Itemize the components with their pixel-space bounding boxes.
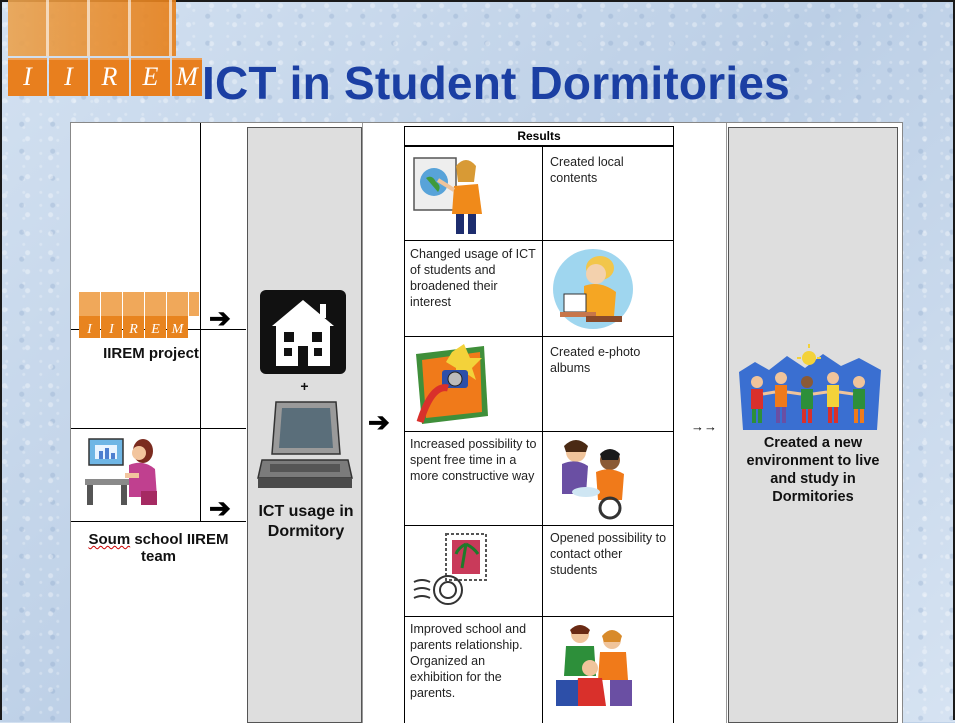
logo-letter: R xyxy=(123,316,144,338)
result-text: Improved school and parents relationship… xyxy=(410,622,527,700)
arrow-right-icon: ➔ xyxy=(368,407,390,437)
family-group-icon xyxy=(550,620,640,710)
logo-letter: E xyxy=(131,58,170,96)
diagram-panel: I I R E M ➔ IIREM project ➔ Soum school … xyxy=(70,122,903,723)
outcome-label: Created a new environment to live and st… xyxy=(746,435,880,505)
logo-letter: I xyxy=(49,58,88,96)
plus-sign: + xyxy=(300,378,309,394)
postage-stamp-icon xyxy=(412,530,498,612)
iirem-project-logo: I I R E M xyxy=(79,292,199,338)
result-text: Created local contents xyxy=(550,155,624,185)
camera-photo-icon xyxy=(412,344,492,426)
arrow-right-icon: ➔ xyxy=(209,493,231,523)
soum-word: Soum xyxy=(88,531,131,548)
iirem-logo: I I R E xyxy=(8,58,170,96)
results-header: Results xyxy=(404,126,674,146)
student-at-computer-icon xyxy=(550,246,636,332)
page-title: ICT in Student Dormitories xyxy=(202,57,790,109)
children-holding-hands-icon xyxy=(735,342,885,434)
logo-stripes xyxy=(8,0,176,56)
logo-letter: M xyxy=(172,58,202,96)
result-text: Opened possibility to contact other stud… xyxy=(550,531,667,577)
result-text: Increased possibility to spent free time… xyxy=(410,437,537,483)
logo-letter: M xyxy=(167,316,188,338)
logo-letter: E xyxy=(145,316,166,338)
computer-icon xyxy=(256,398,354,494)
soum-school-team-label: Soum school IIREM team xyxy=(71,531,246,565)
woman-at-computer-icon xyxy=(85,435,165,507)
logo-letter: I xyxy=(79,316,100,338)
arrow-right-icon: ➔ xyxy=(209,303,231,333)
results-table: Results Created local contents Changed u… xyxy=(404,126,674,723)
ict-usage-column: + ICT usage in Dormitory xyxy=(247,127,362,723)
double-arrow-icon: →→ xyxy=(691,419,717,434)
logo-letter: I xyxy=(8,58,47,96)
ict-usage-label: ICT usage in Dormitory xyxy=(258,503,354,540)
children-playing-icon xyxy=(550,434,634,520)
logo-letter: I xyxy=(101,316,122,338)
teacher-at-map-icon xyxy=(412,152,492,236)
house-icon xyxy=(258,288,348,376)
outcome-column: Created a new environment to live and st… xyxy=(728,127,898,723)
logo-letter: R xyxy=(90,58,129,96)
team-label-rest: school IIREM team xyxy=(130,531,229,565)
result-text: Changed usage of ICT of students and bro… xyxy=(410,247,536,309)
iirem-project-label: IIREM project xyxy=(103,345,199,362)
result-text: Created e-photo albums xyxy=(550,345,641,375)
